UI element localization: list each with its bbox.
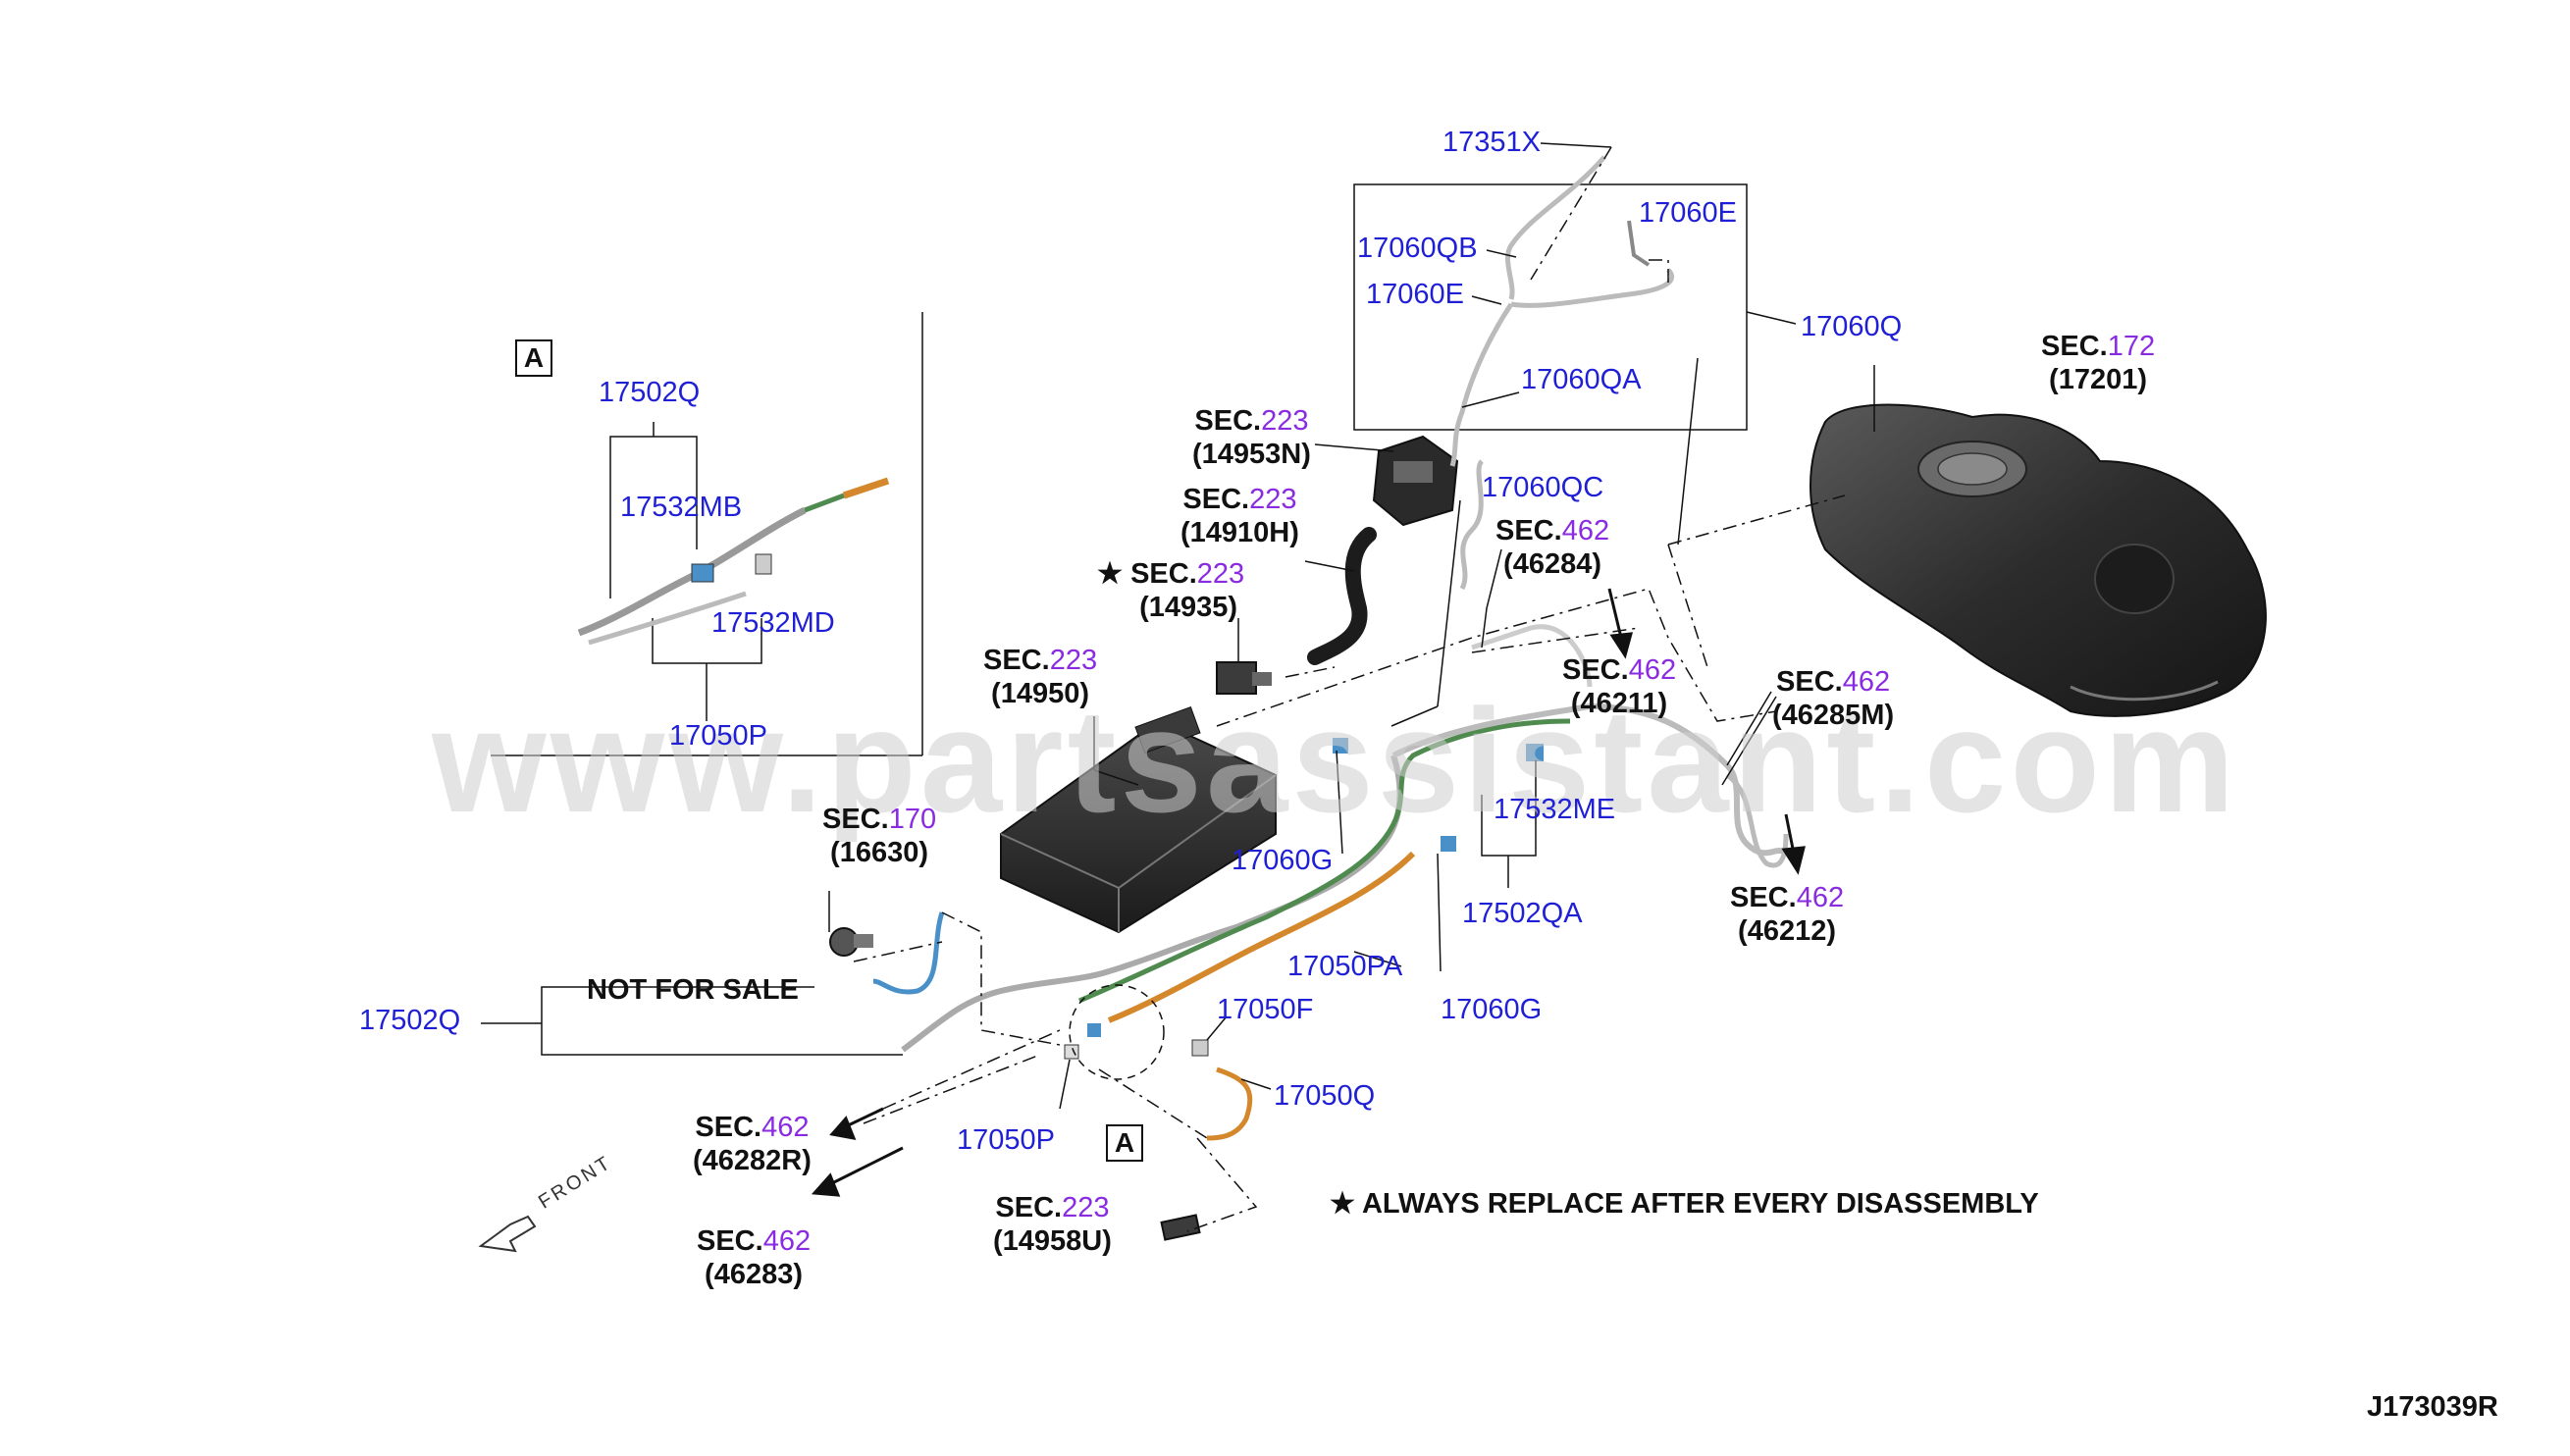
label-17050F: 17050F — [1217, 994, 1314, 1025]
drawing-id: J173039R — [2367, 1391, 2498, 1423]
sec-170-16630-ref: SEC.170 (16630) — [822, 804, 937, 868]
sec-462-46211-ref: SEC.462 (46211) — [1562, 654, 1677, 719]
sec-223-14910H-ref: SEC.223 (14910H) — [1180, 484, 1299, 548]
sec-223-14953N-ref: SEC.223 (14953N) — [1192, 405, 1311, 470]
not-for-sale-note: NOT FOR SALE — [587, 974, 799, 1006]
valve-14935 — [1216, 661, 1272, 695]
detail-a-marker-top: A — [515, 339, 552, 377]
sec-462-46284-ref: SEC.462 (46284) — [1495, 515, 1610, 580]
label-17060QA: 17060QA — [1521, 364, 1642, 395]
hose-14910H — [1307, 527, 1377, 665]
label-17060QC: 17060QC — [1482, 472, 1604, 503]
label-17060E-mid: 17060E — [1366, 279, 1464, 310]
connectors — [1064, 738, 1544, 1060]
sec-223-14950-ref: SEC.223 (14950) — [983, 645, 1098, 709]
label-17502Q-detail: 17502Q — [599, 377, 701, 408]
label-17502Q-main: 17502Q — [359, 1005, 461, 1036]
evap-canister — [1000, 705, 1277, 934]
label-17050P-detail: 17050P — [669, 720, 767, 752]
filter-14953N — [1372, 435, 1459, 527]
sec-462-46282R-ref: SEC.462 (46282R) — [693, 1112, 812, 1176]
label-17502QA: 17502QA — [1462, 898, 1583, 929]
sec-223-14935-ref: ★ SEC.223 (14935) — [1097, 558, 1245, 623]
label-17532MD: 17532MD — [711, 607, 835, 639]
sec-223-14958U-ref: SEC.223 (14958U) — [993, 1192, 1112, 1257]
label-17050Q: 17050Q — [1274, 1080, 1376, 1112]
fuel-tank — [1809, 403, 2267, 717]
label-17532MB: 17532MB — [620, 492, 743, 523]
sensor-14958U — [1160, 1214, 1201, 1241]
detail-a-frame — [491, 312, 923, 756]
dashed-guides — [853, 146, 1846, 1232]
front-arrow — [478, 1215, 537, 1253]
label-17050P-main: 17050P — [957, 1124, 1055, 1156]
main-fuel-lines — [872, 459, 1789, 1141]
sec-172-ref: SEC.172 (17201) — [2041, 331, 2156, 395]
label-17060Q: 17060Q — [1801, 311, 1903, 342]
label-17060E-top: 17060E — [1639, 197, 1737, 229]
always-replace-note: ★ ALWAYS REPLACE AFTER EVERY DISASSEMBLY — [1330, 1188, 2039, 1220]
frame-box-17060Q — [1353, 183, 1748, 431]
sec-462-46283-ref: SEC.462 (46283) — [697, 1225, 812, 1290]
label-17351X: 17351X — [1442, 127, 1541, 158]
section-arrows — [811, 588, 1806, 1197]
label-17532ME: 17532ME — [1494, 794, 1616, 825]
label-17060G-left: 17060G — [1232, 845, 1334, 876]
watermark: www.partsassistant.com — [432, 678, 2239, 843]
detail-a-tubes — [577, 477, 890, 646]
label-17060QB: 17060QB — [1357, 233, 1478, 264]
label-17050PA: 17050PA — [1287, 951, 1403, 982]
component-16630 — [829, 927, 873, 957]
leader-lines — [481, 142, 1875, 1110]
sec-462-46212-ref: SEC.462 (46212) — [1730, 882, 1845, 947]
label-17060G-right: 17060G — [1441, 994, 1543, 1025]
vent-lines — [1449, 155, 1675, 467]
sec-462-46285M-ref: SEC.462 (46285M) — [1772, 666, 1895, 731]
detail-a-circle — [1069, 984, 1165, 1080]
detail-a-marker-bottom: A — [1106, 1124, 1143, 1162]
